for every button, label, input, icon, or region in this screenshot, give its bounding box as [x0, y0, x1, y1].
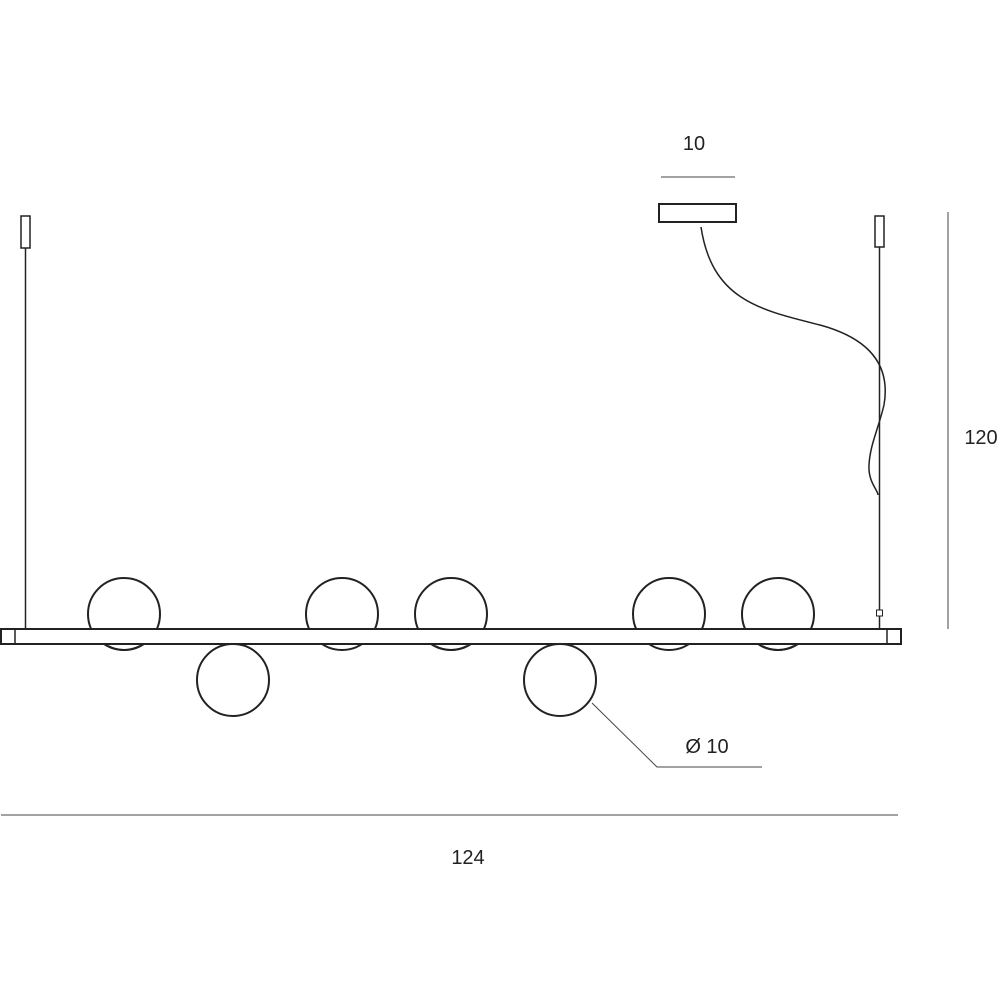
left-suspension: [20, 215, 31, 629]
globe-lower-1: [196, 643, 270, 717]
height-dimension: 120: [947, 212, 998, 629]
globe-bottom-arcs: [107, 645, 795, 651]
wire-gripper: [876, 609, 883, 617]
ceiling-canopy: [658, 203, 737, 223]
total-length-label: 124: [451, 847, 484, 869]
total-length-dimension: 124: [1, 814, 898, 869]
canopy-width-dimension: 10: [661, 133, 735, 178]
right-ceiling-anchor: [874, 215, 885, 248]
globe-arc-5: [761, 645, 795, 651]
globe-arc-1: [107, 645, 141, 651]
left-ceiling-anchor: [20, 215, 31, 249]
lower-globes: [196, 643, 597, 717]
globe-lower-2: [523, 643, 597, 717]
globe-arc-3: [434, 645, 468, 651]
right-suspension: [874, 215, 885, 629]
globe-diameter-leader: [591, 702, 762, 768]
lamp-bar: [0, 628, 902, 645]
canopy-width-label: 10: [683, 133, 705, 155]
power-cable: [700, 226, 886, 496]
height-label: 120: [964, 427, 997, 449]
globe-diameter-dimension: Ø 10: [591, 702, 762, 768]
lamp-bar-body: [0, 628, 902, 645]
globe-diameter-label: Ø 10: [685, 736, 728, 758]
